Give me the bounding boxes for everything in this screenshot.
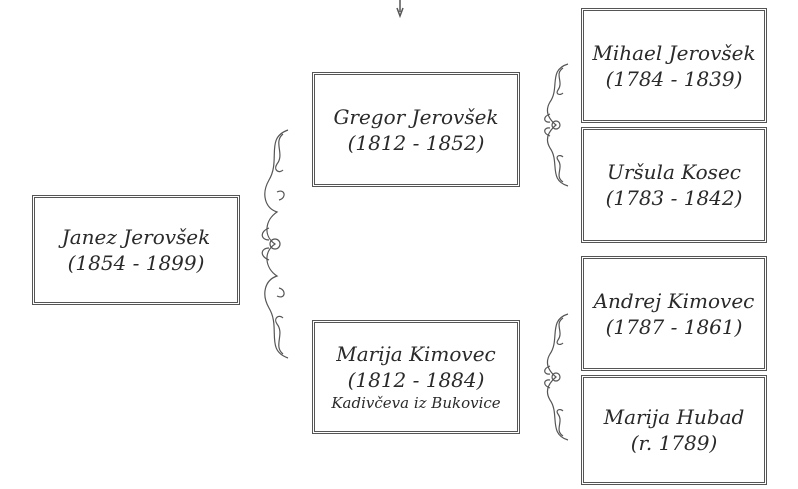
person-dates: (1787 - 1861)	[605, 314, 743, 339]
person-name: Marija Kimovec	[336, 342, 496, 366]
person-name: Uršula Kosec	[607, 160, 741, 184]
person-name: Janez Jerovšek	[61, 225, 211, 249]
ornament-bracket-lower	[536, 312, 574, 442]
top-arrow-icon	[396, 0, 404, 18]
person-note: Kadivčeva iz Bukovice	[331, 394, 501, 412]
person-hubad: Marija Hubad (r. 1789)	[581, 375, 767, 485]
person-dates: (1784 - 1839)	[605, 66, 743, 91]
person-ursula: Uršula Kosec (1783 - 1842)	[581, 127, 767, 243]
person-gregor: Gregor Jerovšek (1812 - 1852)	[312, 72, 520, 187]
person-dates: (1812 - 1884)	[347, 368, 485, 392]
ornament-bracket-upper	[536, 62, 574, 188]
ornament-bracket-main	[255, 128, 295, 360]
person-janez: Janez Jerovšek (1854 - 1899)	[32, 195, 240, 305]
scroll-ornament-icon	[544, 313, 569, 441]
person-name: Gregor Jerovšek	[333, 104, 499, 129]
person-mihael: Mihael Jerovšek (1784 - 1839)	[581, 8, 767, 123]
person-dates: (1783 - 1842)	[605, 186, 743, 210]
person-dates: (1812 - 1852)	[347, 130, 485, 155]
person-andrej: Andrej Kimovec (1787 - 1861)	[581, 256, 767, 371]
person-dates: (1854 - 1899)	[67, 251, 205, 275]
person-name: Marija Hubad	[603, 405, 745, 429]
person-dates: (r. 1789)	[630, 431, 718, 455]
person-marija: Marija Kimovec (1812 - 1884) Kadivčeva i…	[312, 320, 520, 434]
person-name: Mihael Jerovšek	[592, 40, 756, 65]
scroll-ornament-icon	[261, 129, 289, 359]
scroll-ornament-icon	[544, 63, 569, 187]
person-name: Andrej Kimovec	[593, 288, 755, 313]
